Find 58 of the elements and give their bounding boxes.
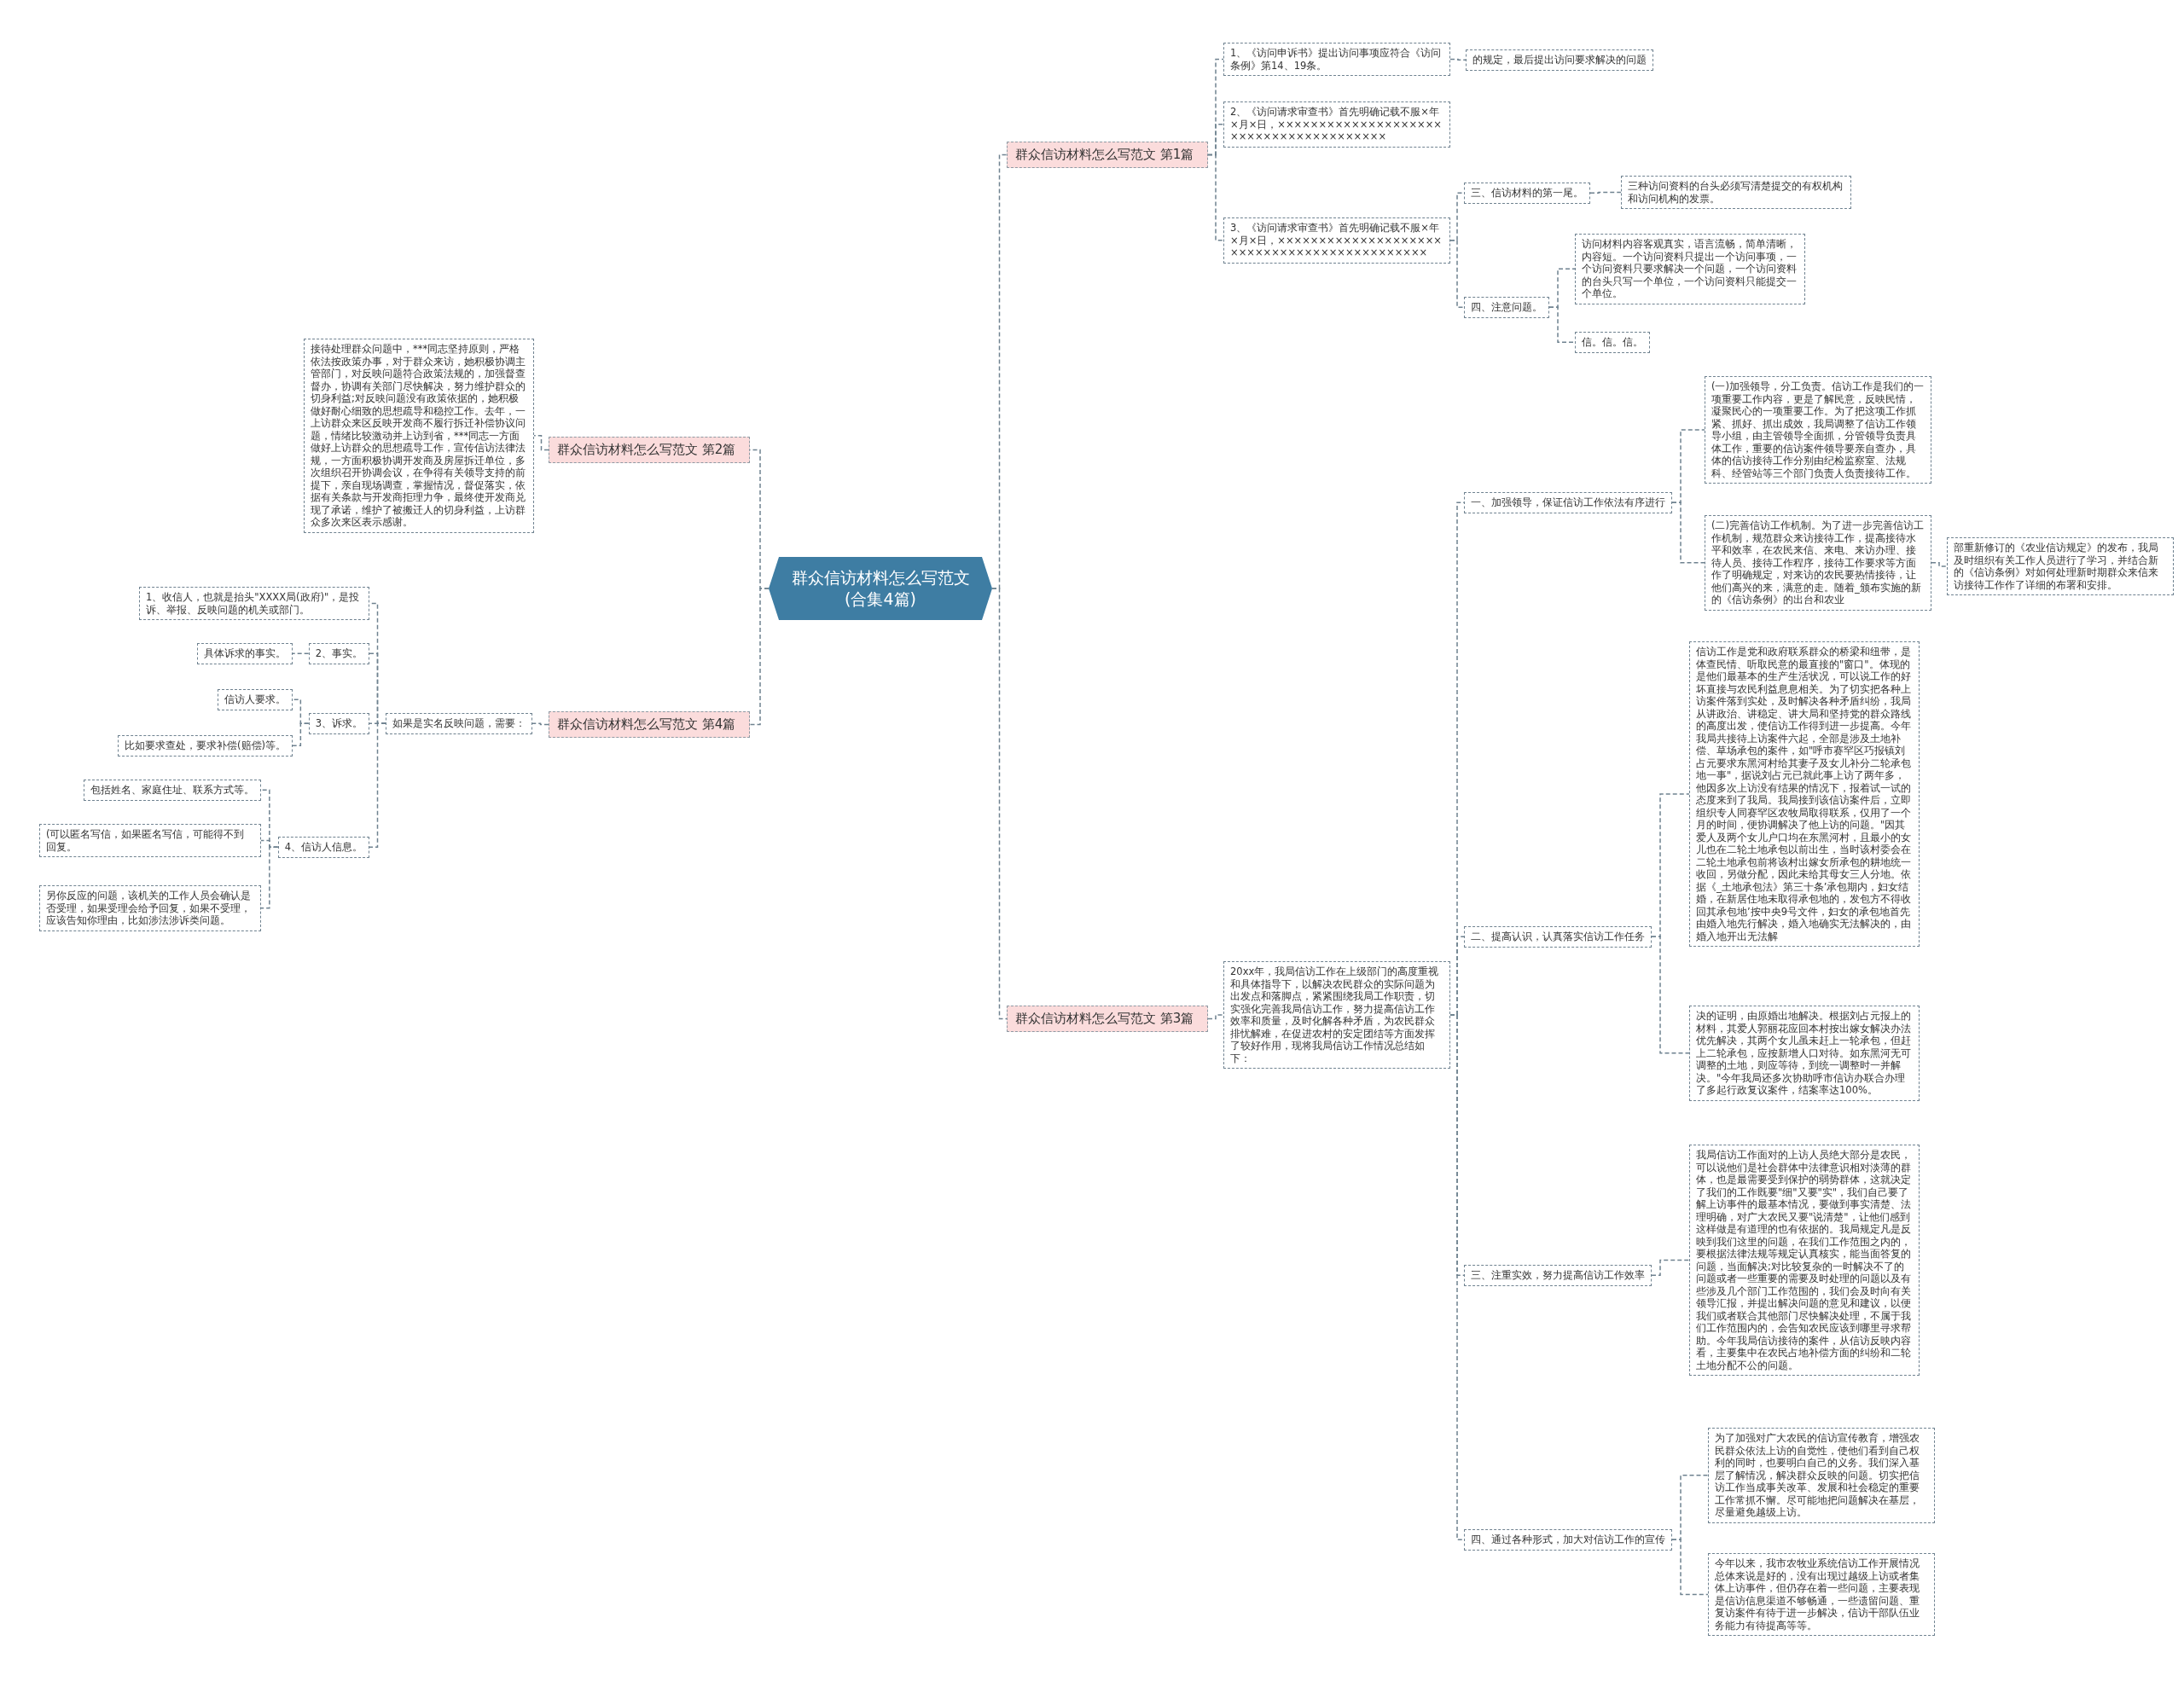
subtopic-box: 信。信。信。: [1575, 332, 1650, 353]
branch-topic: 群众信访材料怎么写范文 第4篇: [549, 711, 750, 738]
subtopic-box: 三、信访材料的第一尾。: [1464, 183, 1590, 204]
connector-line: [991, 588, 1008, 1020]
connector-line: [1651, 1259, 1690, 1276]
subtopic-box: 1、收信人，也就是抬头"XXXX局(政府)"，是投诉、举报、反映问题的机关或部门。: [139, 587, 369, 620]
connector-line: [260, 846, 279, 909]
subtopic-box: 三种访问资料的台头必须写清楚提交的有权机构和访问机构的发票。: [1621, 176, 1851, 209]
subtopic-box: (一)加强领导，分工负责。信访工作是我们的一项重要工作内容，更是了解民意，反映民情，凝聚民心的一项重要工作。为了把这项工作抓紧、抓好、抓出成效，我局调整了信访工作领导小组，由主管领导全面抓，分管领导负责具体工作，重要的信访案件领导要亲自查办，具体的信访接待工作分别由纪检监察室、法规科、经管站等三个部门负责人负责接待工作。: [1705, 376, 1931, 484]
connector-line: [1671, 501, 1705, 564]
subtopic-box: 二、提高认识，认真落实信访工作任务: [1464, 926, 1652, 948]
subtopic-box: 四、通过各种形式，加大对信访工作的宣传: [1464, 1529, 1672, 1551]
branch-topic: 群众信访材料怎么写范文 第3篇: [1007, 1006, 1208, 1032]
subtopic-box: 1、《访问申诉书》提出访问事项应符合《访问条例》第14、19条。: [1223, 43, 1450, 76]
connector-line: [1449, 58, 1467, 61]
connector-line: [1589, 191, 1622, 194]
subtopic-box: 我局信访工作面对的上访人员绝大部分是农民，可以说他们是社会群体中法律意识相对淡薄的群体，也是最需要受到保护的弱势群体，这就决定了我们的工作既要"细"又要"实"，我们自己要了解上访事件的最基本情况，要做到事实清楚、法理明确，对广大农民又要"说清楚"，让他们感到这样做是有道理的也有依据的。我局规定凡是反映到我们这里的问题，在我们工作范围之内的，要根据法律法规等规定认真核实，能当面答复的问题，当面解决;对比较复杂的一时解决不了的问题或者一些重要的需要及时处理的问题以及有些涉及几个部门工作范围的，我们会及时向有关领导汇报，并提出解决问题的意见和建议，以便我们或者联合其他部门尽快解决处理，不属于我们工作范围内的，会告知农民应该到哪里寻求帮助。今年我局信访接待的案件，从信访反映内容看，主要集中在农民占地补偿方面的纠纷和二轮土地分配不公的问题。: [1689, 1145, 1920, 1376]
subtopic-box: 3、诉求。: [308, 713, 369, 734]
connector-line: [749, 588, 770, 726]
subtopic-box: 今年以来，我市农牧业系统信访工作开展情况总体来说是好的，没有出现过越级上访或者集体上访事件，但仍存在着一些问题，主要表现是信访信息渠道不够畅通，一些遗留问题、重复访案件有待于进一步解决，信访干部队伍业务能力有待提高等等。: [1708, 1553, 1935, 1636]
subtopic-box: 3、《访问请求审查书》首先明确记载不服×年×月×日，××××××××××××××××××××××××××××××××××××××××××××: [1223, 217, 1450, 264]
subtopic-box: 如果是实名反映问题，需要：: [386, 713, 532, 734]
connector-line: [533, 435, 549, 451]
branch-topic: 群众信访材料怎么写范文 第2篇: [549, 437, 750, 463]
subtopic-box: 部重新修订的《农业信访规定》的发布，我局及时组织有关工作人员进行了学习，并结合新的《信访条例》对如何处理新时期群众来信来访接待工作作了详细的布署和安排。: [1947, 537, 2174, 595]
subtopic-box: (二)完善信访工作机制。为了进一步完善信访工作机制，规范群众来访接待工作，提高接待水平和效率，在农民来信、来电、来访办理、接待人员、接待工作程序，接待工作要求等方面作了明确规定，对来访的农民要热情接待，让他们高兴的来，满意的走。随着_颁布实施的新的《信访条例》的出台和农业: [1705, 515, 1931, 611]
subtopic-box: (可以匿名写信，如果匿名写信，可能得不到回复。: [39, 824, 261, 857]
subtopic-box: 20xx年，我局信访工作在上级部门的高度重视和具体指导下，以解决农民群众的实际问题为出发点和落脚点，紧紧围绕我局工作职责，切实强化完善我局信访工作，努力提高信访工作效率和质量，及时化解各种矛盾，为农民群众排忧解难，在促进农村的安定团结等方面发挥了较好作用，现将我局信访工作情况总结如下：: [1223, 961, 1450, 1069]
subtopic-box: 具体诉求的事实。: [197, 643, 293, 664]
subtopic-box: 2、事实。: [308, 643, 369, 664]
subtopic-box: 的规定，最后提出访问要求解决的问题: [1466, 49, 1653, 71]
connector-line: [1449, 240, 1465, 308]
subtopic-box: 为了加强对广大农民的信访宣传教育，增强农民群众依法上访的自觉性，使他们看到自己权利的同时，也要明白自己的义务。我们深入基层了解情况，解决群众反映的问题。切实把信访工作当成事关改革、发展和社会稳定的重要工作常抓不懈。尽可能地把问题解决在基层，尽量避免越级上访。: [1708, 1428, 1935, 1523]
connector-line: [292, 722, 310, 746]
connector-line: [1651, 936, 1690, 1054]
connector-line: [531, 722, 549, 726]
subtopic-box: 四、注意问题。: [1464, 297, 1549, 318]
subtopic-box: 包括姓名、家庭住址、联系方式等。: [84, 780, 261, 801]
connector-line: [1931, 562, 1948, 567]
connector-line: [292, 652, 310, 654]
connector-line: [1548, 306, 1576, 343]
subtopic-box: 接待处理群众问题中，***同志坚持原则，严格依法按政策办事，对于群众来访，她积极协调主管部门，对反映问题符合政策法规的，加强督查督办，协调有关部门尽快解决，努力维护群众的切身利益;对反映问题没有政策依据的，她积极做好耐心细致的思想疏导和稳控工作。去年，一上访群众来区反映开发商不履行拆迁补偿协议问题，情绪比较激动并上访到省，***同志一方面做好上访群众的思想疏导工作，宣传信访法律法规，一方面积极协调开发商及房屋拆迁单位，多次组织召开协调会议，在争得有关领导支持的前提下，亲自现场调查，掌握情况，督促落实，依据有关条款与开发商拒理力争，最终使开发商兑现了承诺，维护了被搬迁人的切身利益，上访群众多次来区表示感谢。: [304, 339, 534, 533]
subtopic-box: 比如要求查处，要求补偿(赔偿)等。: [118, 735, 293, 757]
subtopic-box: 2、《访问请求审查书》首先明确记载不服×年×月×日，×××××××××××××××××××××××××××××××××××××××: [1223, 101, 1450, 148]
central-topic: 群众信访材料怎么写范文(合集4篇): [769, 557, 992, 620]
connector-line: [1671, 1539, 1709, 1596]
subtopic-box: 信访工作是党和政府联系群众的桥梁和纽带，是体查民情、听取民意的最直接的"窗口"。体现的是他们最基本的生产生活状况，可以说工作的好坏直接与农民利益息息相关。为了切实把各种上访案件落到实处，及时解决各种矛盾纠纷，我局从讲政治、讲稳定、讲大局和坚持党的群众路线的高度出发，使信访工作得到进一步提高。今年我局共接待上访案件六起，全部是涉及土地补偿、草场承包的案件，如"呼市赛罕区巧报镇刘占元要求东黑河村给其妻子及女儿补分二轮承包地一事"，据说刘占元已就此事上访了两年多，他因多次上访没有结果的情况下，报着试一试的态度来到了我局。我局接到该信访案件后，立即组织专人同赛罕区农牧局取得联系，仅用了一个月的时间，便协调解决了他上访的问题。"因其爱人及两个女儿户口均在东黑河村，且最小的女儿也在二轮土地承包以前出生，当时该村委会在二轮土地承包前将该村出嫁女所承包的耕地统一收回，另做分配，因此未给其母女三人分地。依据《_土地承包法》第三十条’承包期内，妇女结婚，在新居住地未取得承包地的，发包方不得收回其承包地’按中央9号文件，妇女的承包地首先由婚入地先行解决，婚入地确实无法解决的，由婚入地开出无法解: [1689, 641, 1920, 947]
subtopic-box: 另你反应的问题，该机关的工作人员会确认是否受理，如果受理会给予回复，如果不受理，应该告知你理由，比如涉法涉诉类问题。: [39, 885, 261, 931]
connector-line: [1207, 154, 1224, 241]
connector-line: [369, 722, 386, 848]
subtopic-box: 信访人要求。: [218, 689, 293, 710]
connector-line: [1207, 1014, 1224, 1020]
subtopic-box: 三、注重实效，努力提高信访工作效率: [1464, 1265, 1652, 1286]
subtopic-box: 一、加强领导，保证信访工作依法有序进行: [1464, 492, 1672, 513]
branch-topic: 群众信访材料怎么写范文 第1篇: [1007, 142, 1208, 168]
subtopic-box: 访问材料内容客观真实，语言流畅，简单清晰，内容短。一个访问资料只提出一个访问事项，一个访问资料只要求解决一个问题，一个访问资料的台头只写一个单位，一个访问资料只能提交一个单位。: [1575, 234, 1805, 304]
subtopic-box: 4、信访人信息。: [277, 837, 369, 858]
subtopic-box: 决的证明，由原婚出地解决。根据刘占元报上的材料，其爱人郭丽花应回本村按出嫁女解决办法优先解决，其两个女儿虽未赶上一轮承包，但赶上二轮承包，应按新增人口对待。如东黑河无可调整的土地，则应等待，到统一调整时一并解决。"今年我局还多次协助呼市信访办联合办理了多起行政复议案件，结案率达100%。: [1689, 1006, 1920, 1101]
